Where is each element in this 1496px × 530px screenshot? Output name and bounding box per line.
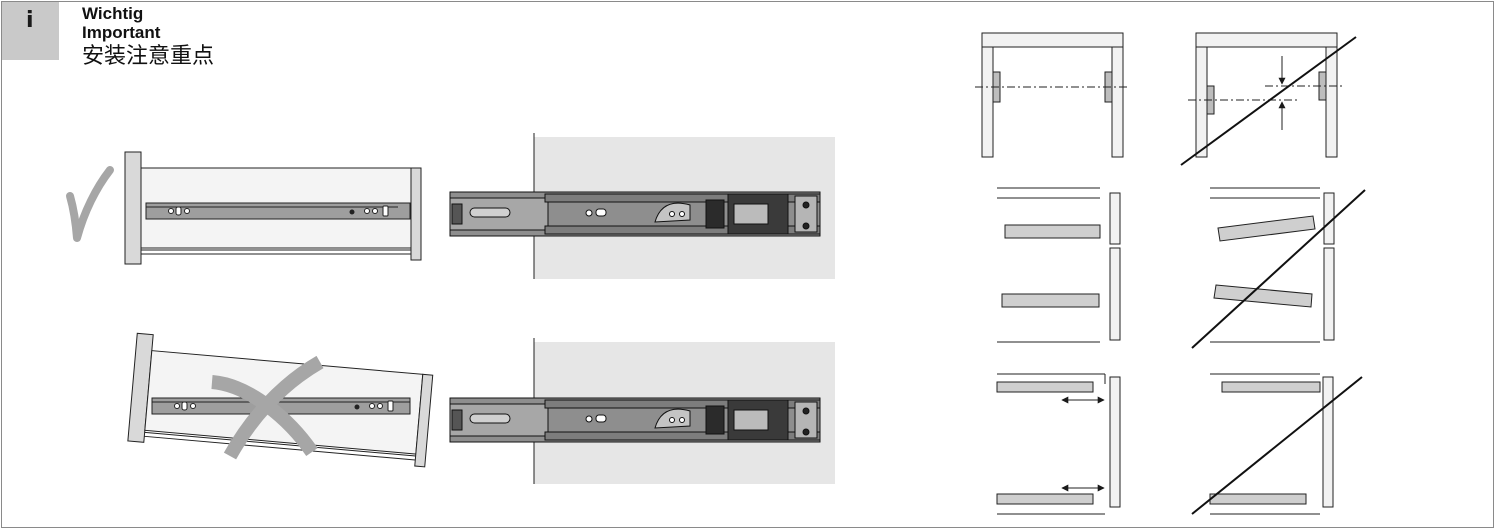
diagram-height-correct: [975, 32, 1130, 158]
cross-icon: [211, 355, 324, 460]
title-chinese: 安装注意重点: [82, 44, 215, 69]
info-icon: i: [2, 2, 59, 60]
title-german: Wichtig: [82, 4, 144, 23]
runner-top: [449, 191, 821, 237]
diagram-height-wrong: [1188, 32, 1345, 158]
diagram-gap-correct: [996, 373, 1121, 515]
runner-correct: [145, 202, 411, 220]
diagonal-strike-icon: [1180, 36, 1357, 166]
drawer-wrong: [127, 332, 434, 468]
diagram-gap-wrong: [1209, 373, 1334, 515]
diagram-front-wrong: [1210, 187, 1335, 343]
runner-bottom: [449, 397, 821, 443]
info-icon-letter: i: [26, 8, 34, 33]
drawer-correct: [124, 151, 422, 265]
diagonal-strike-icon: [1191, 189, 1366, 349]
title-block: Wichtig Important 安装注意重点: [82, 4, 214, 72]
check-icon: [66, 166, 114, 242]
diagonal-strike-icon: [1191, 376, 1363, 515]
diagram-front-correct: [997, 187, 1121, 343]
title-english: Important: [82, 23, 161, 42]
